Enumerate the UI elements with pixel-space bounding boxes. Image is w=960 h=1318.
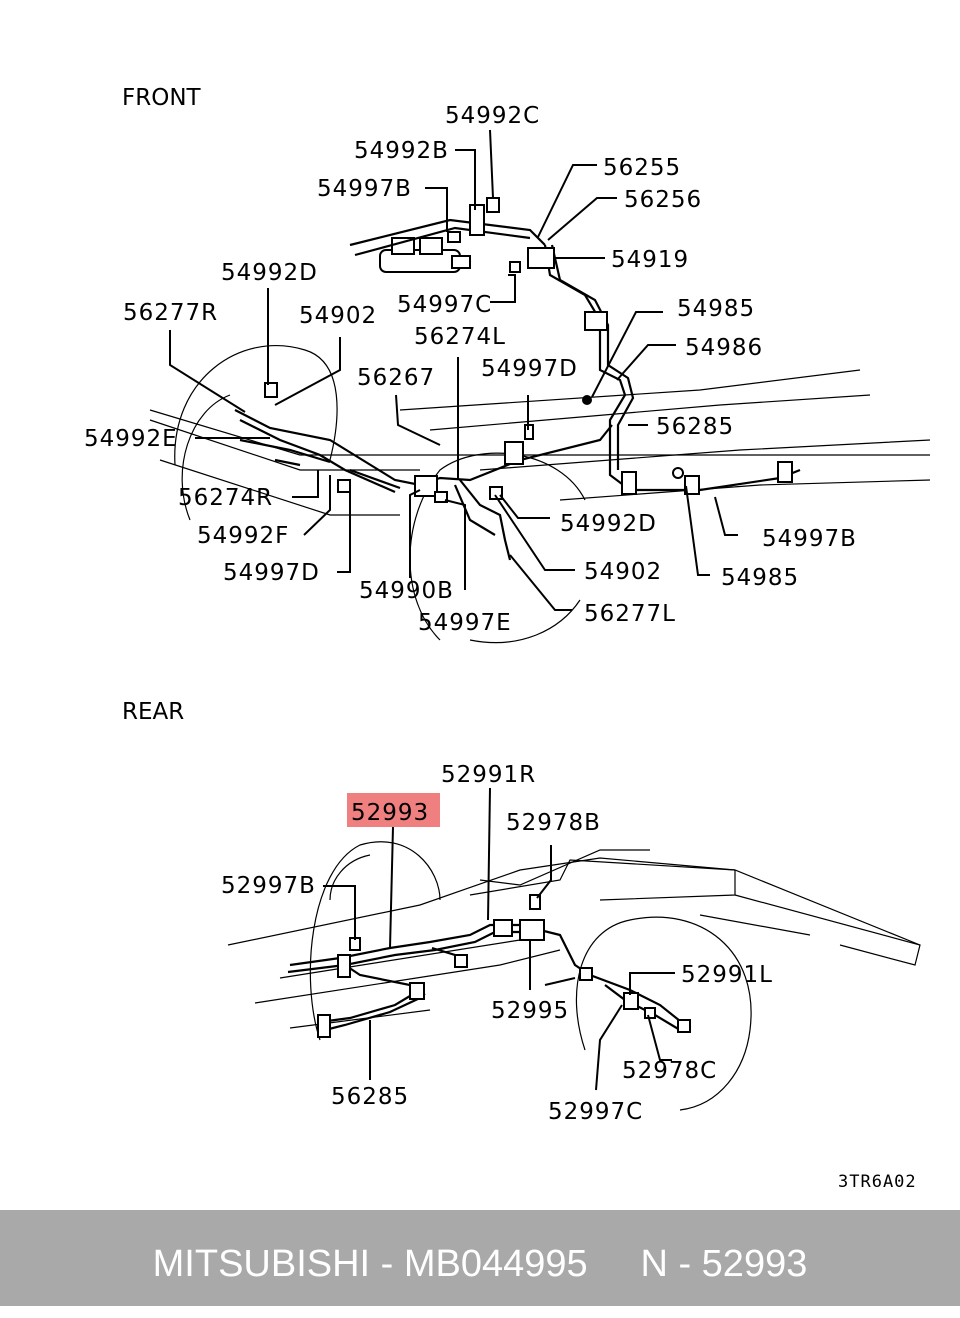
part-label-52995: 52995 (491, 998, 569, 1024)
part-label-52993-highlighted: 52993 (351, 800, 429, 826)
part-label-54919: 54919 (611, 247, 689, 273)
part-label-54990B: 54990B (359, 578, 454, 604)
highlight-box (347, 793, 440, 827)
rear-section-title: REAR (122, 699, 184, 725)
front-assembly: FRONT 54992C 54992B 54997B 56255 56256 5… (84, 85, 931, 644)
footer-bar: MITSUBISHI - MB044995 N - 52993 (0, 1210, 960, 1306)
part-label-56285-front: 56285 (656, 414, 734, 440)
part-label-54986: 54986 (685, 335, 763, 361)
part-label-52978C: 52978C (622, 1058, 717, 1084)
part-label-54985-top: 54985 (677, 296, 755, 322)
brake-line-diagram: FRONT 54992C 54992B 54997B 56255 56256 5… (84, 85, 931, 1192)
part-label-54992F: 54992F (197, 523, 289, 549)
part-label-56274L: 56274L (414, 324, 506, 350)
part-label-52978B: 52978B (506, 810, 601, 836)
part-label-52991R: 52991R (441, 762, 536, 788)
part-label-52997C: 52997C (548, 1099, 643, 1125)
footer-part-number: MITSUBISHI - MB044995 N - 52993 (152, 1243, 808, 1285)
figure-code: 3TR6A02 (838, 1172, 917, 1192)
part-label-54992D-low: 54992D (560, 511, 657, 537)
front-section-title: FRONT (122, 85, 202, 111)
part-label-56255: 56255 (603, 155, 681, 181)
part-label-56274R: 56274R (178, 485, 273, 511)
part-label-54997C: 54997C (397, 292, 492, 318)
part-label-56267: 56267 (357, 365, 435, 391)
rear-assembly: REAR 52991R 52993 52978B 52997B 52991L 5… (122, 699, 921, 1125)
part-label-56256: 56256 (624, 187, 702, 213)
part-label-54997B-right: 54997B (762, 526, 857, 552)
part-label-54997D-low: 54997D (223, 560, 320, 586)
part-label-54992D-top: 54992D (221, 260, 318, 286)
part-label-54992E: 54992E (84, 426, 178, 452)
part-label-54997B-top: 54997B (317, 176, 412, 202)
part-label-56285-rear: 56285 (331, 1084, 409, 1110)
part-label-54997E: 54997E (418, 610, 512, 636)
part-label-54992B: 54992B (354, 138, 449, 164)
part-label-54985-low: 54985 (721, 565, 799, 591)
part-label-52997B: 52997B (221, 873, 316, 899)
part-label-54902-low: 54902 (584, 559, 662, 585)
part-label-52991L: 52991L (681, 962, 773, 988)
part-label-56277L: 56277L (584, 601, 676, 627)
part-label-54992C: 54992C (445, 103, 540, 129)
part-label-54902-top: 54902 (299, 303, 377, 329)
part-label-56277R: 56277R (123, 300, 218, 326)
part-label-54997D-mid: 54997D (481, 356, 578, 382)
